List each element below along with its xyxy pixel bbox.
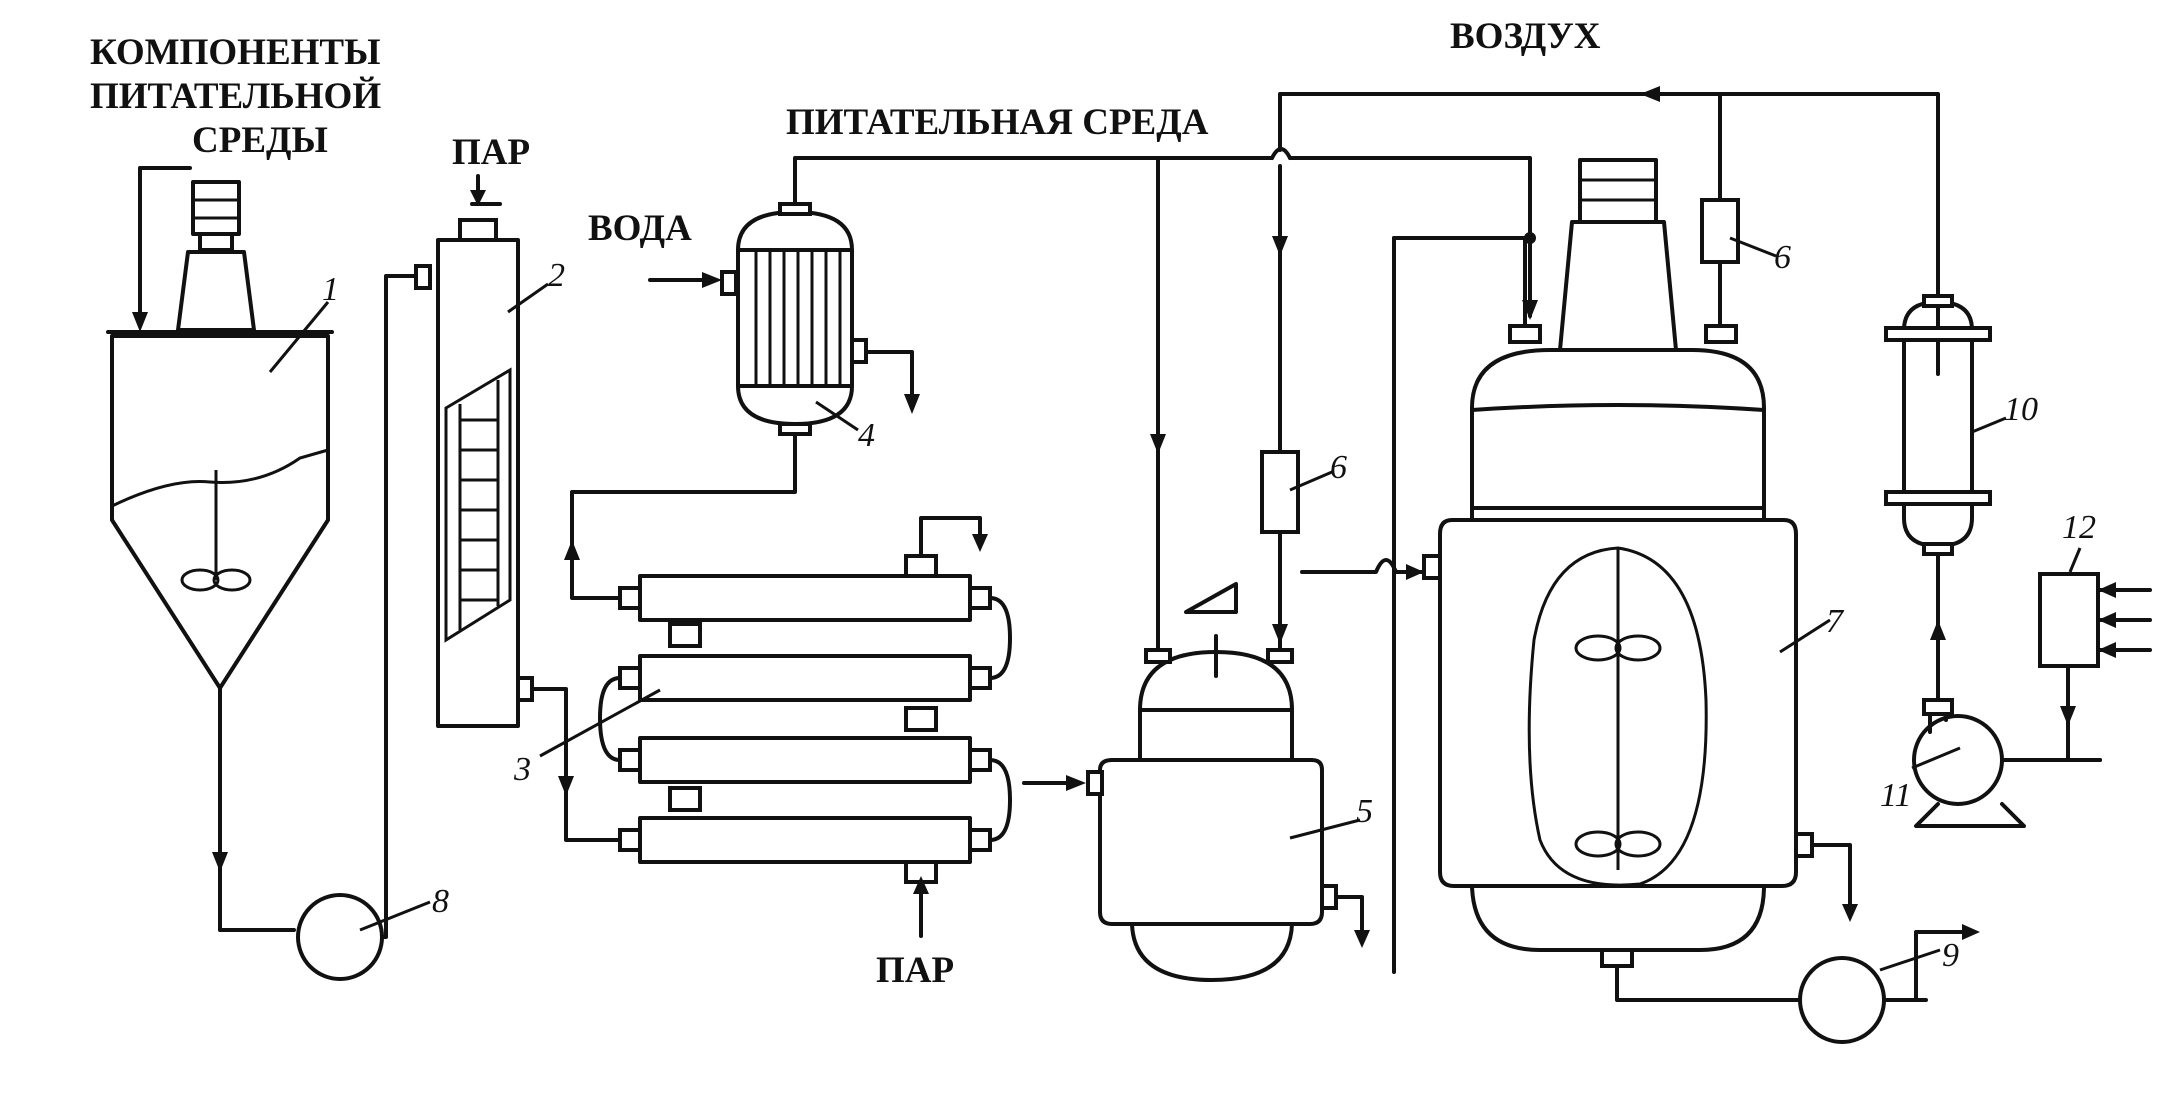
number-12: 12 (2062, 509, 2096, 546)
number-3: 3 (513, 751, 531, 788)
label-components-line2: ПИТАТЕЛЬНОЙ (90, 75, 381, 117)
label-steam-bottom: ПАР (876, 950, 954, 991)
air-filter-6b (1700, 198, 1740, 264)
number-6b: 6 (1774, 239, 1791, 276)
mixing-tank-1 (106, 180, 334, 690)
tank1-outlet-line (218, 686, 296, 932)
number-1: 1 (322, 271, 339, 308)
intake-filter-12 (2038, 572, 2100, 668)
label-steam-top: ПАР (452, 132, 530, 173)
label-air: ВОЗДУХ (1450, 16, 1601, 57)
fermenter-7 (1422, 158, 1814, 968)
label-components-line1: КОМПОНЕНТЫ (90, 32, 380, 73)
components-feed-line (138, 166, 192, 320)
tubular-heater-3 (598, 554, 1012, 884)
air-filter-6a (1260, 450, 1300, 534)
seed-vessel-5 (1086, 582, 1338, 982)
number-9: 9 (1942, 937, 1959, 974)
number-2: 2 (548, 257, 565, 294)
number-8: 8 (432, 883, 449, 920)
number-11: 11 (1880, 777, 1911, 814)
label-nutrient-medium: ПИТАТЕЛЬНАЯ СРЕДА (786, 102, 1209, 143)
pump-9 (1798, 956, 1886, 1044)
leader-lines (268, 236, 2082, 972)
heat-exchanger-4 (720, 202, 868, 436)
number-5: 5 (1356, 793, 1373, 830)
compressor-11 (1912, 698, 2102, 828)
number-7: 7 (1826, 603, 1845, 640)
number-4: 4 (858, 417, 875, 454)
heating-column-2 (436, 202, 534, 728)
pump8-to-column-line (380, 274, 418, 939)
label-components-line3: СРЕДЫ (192, 120, 328, 161)
number-10: 10 (2004, 391, 2038, 428)
pump-8 (296, 893, 384, 981)
air-cooler-10 (1884, 294, 1992, 556)
number-6a: 6 (1330, 449, 1347, 486)
label-water: ВОДА (588, 208, 692, 249)
